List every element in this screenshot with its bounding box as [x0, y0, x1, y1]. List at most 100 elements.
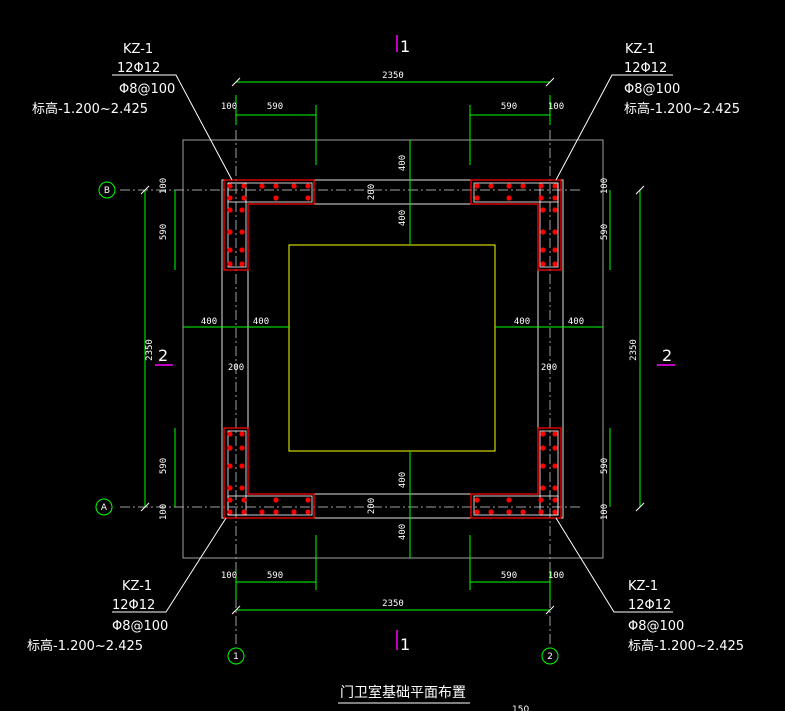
- rebar-dot: [239, 207, 245, 213]
- column-rebar: 12Φ12: [624, 61, 667, 76]
- dim-mid-right-400b: 400: [568, 317, 584, 327]
- axis-label-1: 1: [233, 652, 239, 662]
- rebar-dot: [538, 497, 544, 503]
- rebar-dot: [259, 509, 265, 515]
- dim-top-right-100: 100: [548, 102, 564, 112]
- dim-bot-right-100: 100: [548, 571, 564, 581]
- rebar-dot: [474, 195, 480, 201]
- dim-overall-top: 2350: [382, 71, 404, 81]
- rebar-dot: [552, 431, 558, 437]
- rebar-dot: [540, 207, 546, 213]
- dim-left-bot-100: 100: [159, 504, 169, 520]
- rebar-dot: [227, 229, 233, 235]
- outer-foundation-outline: [182, 139, 604, 559]
- column-stirrup: Φ8@100: [624, 82, 680, 97]
- axis-label-a: A: [101, 503, 108, 513]
- rebar-dot: [239, 261, 245, 267]
- column-rebar: 12Φ12: [628, 598, 671, 613]
- rebar-dot: [540, 261, 546, 267]
- rebar-dot: [241, 183, 247, 189]
- rebar-dot: [273, 497, 279, 503]
- rebar-dot: [227, 463, 233, 469]
- column-name: KZ-1: [625, 42, 655, 57]
- rebar-dot: [520, 509, 526, 515]
- dimension-ticks: [140, 77, 645, 615]
- rebar-dot: [540, 445, 546, 451]
- rebar-dot: [227, 431, 233, 437]
- rebar-dot: [227, 261, 233, 267]
- dim-overall-right: 2350: [629, 339, 639, 361]
- dim-mid-right-400: 400: [514, 317, 530, 327]
- rebar-dot: [520, 183, 526, 189]
- dim-top-left-100: 100: [221, 102, 237, 112]
- rebar-dot: [552, 183, 558, 189]
- axis-label-2: 2: [547, 652, 553, 662]
- rebar-dot: [227, 497, 233, 503]
- rebar-dots: [227, 183, 558, 515]
- axis-bubbles: [95, 181, 559, 665]
- rebar-dot: [538, 195, 544, 201]
- inner-opening: [288, 244, 496, 452]
- rebar-dot: [239, 247, 245, 253]
- rebar-dot: [227, 445, 233, 451]
- column-outlines: [223, 179, 562, 519]
- dim-bot-left-100: 100: [221, 571, 237, 581]
- rebar-dot: [273, 195, 279, 201]
- dim-bot-left-590: 590: [267, 571, 283, 581]
- rebar-dot: [474, 183, 480, 189]
- stirrup-boxes: [227, 182, 559, 516]
- dim-mid-top-400b: 400: [398, 210, 408, 226]
- rebar-dot: [506, 497, 512, 503]
- beam-outlines: [221, 179, 564, 519]
- dim-right-bot-100: 100: [600, 504, 610, 520]
- rebar-dot: [239, 485, 245, 491]
- column-annotation-bottom-left: KZ-1 12Φ12 Φ8@100 标高-1.200~2.425: [27, 579, 168, 654]
- dimension-lines: [144, 81, 641, 611]
- rebar-dot: [552, 229, 558, 235]
- section-mark-top: 1: [400, 37, 410, 56]
- column-elevation: 标高-1.200~2.425: [32, 101, 148, 117]
- axis-center-lines: [120, 130, 580, 645]
- column-elevation: 标高-1.200~2.425: [27, 638, 143, 654]
- dim-mid-left-400b: 400: [253, 317, 269, 327]
- section-mark-left: 2: [158, 346, 168, 365]
- column-name: KZ-1: [122, 579, 152, 594]
- dimension-texts: 2350 2350 100 590 590 100 100 590 590 10…: [145, 71, 639, 609]
- dim-right-top-100: 100: [600, 178, 610, 194]
- dim-right-bot-590: 590: [600, 458, 610, 474]
- rebar-dot: [227, 247, 233, 253]
- drawing-scale: 150: [512, 705, 529, 711]
- dim-overall-bottom: 2350: [382, 599, 404, 609]
- rebar-dot: [474, 497, 480, 503]
- rebar-dot: [241, 509, 247, 515]
- dim-mid-bot-200: 200: [367, 498, 377, 514]
- rebar-dot: [239, 431, 245, 437]
- rebar-dot: [273, 183, 279, 189]
- rebar-dot: [259, 183, 265, 189]
- rebar-dot: [540, 247, 546, 253]
- rebar-dot: [540, 431, 546, 437]
- rebar-dot: [241, 497, 247, 503]
- rebar-dot: [291, 183, 297, 189]
- dim-mid-top-400: 400: [398, 155, 408, 171]
- rebar-dot: [305, 509, 311, 515]
- column-annotation-bottom-right: KZ-1 12Φ12 Φ8@100 标高-1.200~2.425: [628, 579, 744, 654]
- dim-left-bot-590: 590: [159, 458, 169, 474]
- drawing-title: 门卫室基础平面布置: [340, 684, 466, 701]
- rebar-dot: [291, 509, 297, 515]
- column-annotation-top-left: KZ-1 12Φ12 Φ8@100 标高-1.200~2.425: [32, 42, 175, 117]
- section-mark-bottom: 1: [400, 635, 410, 654]
- column-stirrup: Φ8@100: [112, 619, 168, 634]
- dim-top-left-590: 590: [267, 102, 283, 112]
- rebar-dot: [552, 509, 558, 515]
- dim-left-top-590: 590: [159, 224, 169, 240]
- dim-right-top-590: 590: [600, 224, 610, 240]
- rebar-dot: [239, 463, 245, 469]
- rebar-dot: [506, 195, 512, 201]
- rebar-dot: [488, 509, 494, 515]
- dim-mid-bot-400b: 400: [398, 524, 408, 540]
- column-rebar: 12Φ12: [117, 61, 160, 76]
- column-stirrup: Φ8@100: [119, 82, 175, 97]
- column-stirrup: Φ8@100: [628, 619, 684, 634]
